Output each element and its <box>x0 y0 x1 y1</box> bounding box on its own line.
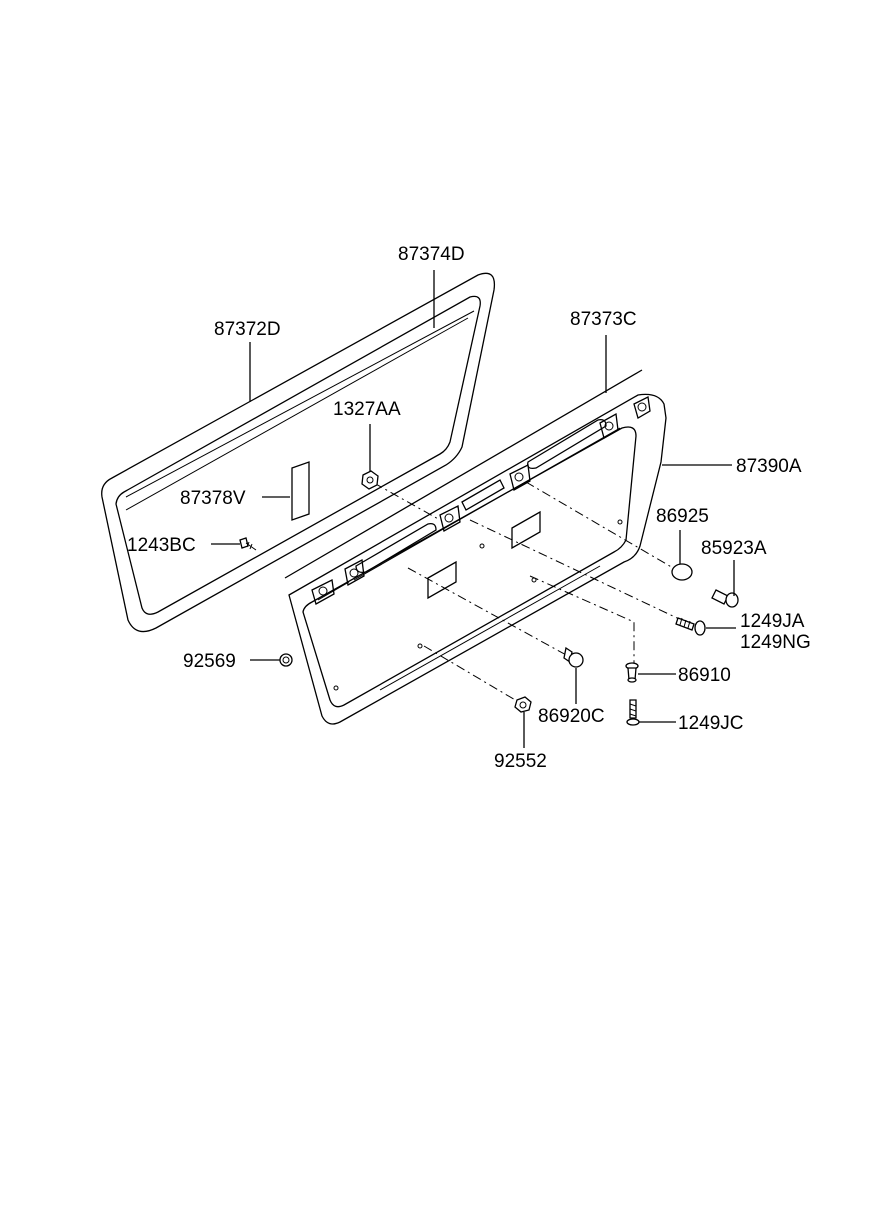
assembly-line-92552 <box>423 645 523 705</box>
boss-right-2 <box>599 412 619 439</box>
square-hole-2 <box>427 560 457 600</box>
assembly-line-86920C <box>407 567 569 657</box>
plate-bracket <box>288 393 667 725</box>
nut-92552 <box>514 696 532 713</box>
label-87374D: 87374D <box>398 244 465 265</box>
leader-lines <box>211 270 736 748</box>
label-87373C: 87373C <box>570 309 637 330</box>
washer-92569 <box>279 653 293 667</box>
cap-86925 <box>671 563 693 581</box>
screw-1243bc <box>239 537 257 551</box>
nut-1327aa <box>361 470 379 490</box>
clip-86920c <box>563 646 584 668</box>
label-92552: 92552 <box>494 751 547 772</box>
slot-left <box>355 522 437 574</box>
hole-a <box>479 543 485 549</box>
label-1249JA: 1249JA <box>740 611 805 632</box>
assembly-line-1327AA <box>373 482 441 521</box>
boss-right-1 <box>509 464 531 491</box>
square-hole-1 <box>511 510 541 550</box>
boss-mid-left <box>344 558 365 587</box>
assembly-line-1249JA <box>469 519 695 627</box>
label-plate <box>291 461 310 521</box>
bolt-85923a <box>711 589 739 608</box>
screw-1249ja <box>675 617 706 636</box>
label-86920C: 86920C <box>538 706 605 727</box>
boss-center <box>439 505 461 532</box>
slot-center <box>461 479 505 511</box>
label-1327AA: 1327AA <box>333 399 401 420</box>
hole-d <box>617 519 623 525</box>
label-87372D: 87372D <box>214 319 281 340</box>
boss-left <box>311 579 335 605</box>
label-1249JC: 1249JC <box>678 713 744 734</box>
slot-right <box>527 418 607 470</box>
label-87390A: 87390A <box>736 456 802 477</box>
hole-e <box>333 685 339 691</box>
label-85923A: 85923A <box>701 538 767 559</box>
label-92569: 92569 <box>183 651 236 672</box>
label-1249NG: 1249NG <box>740 632 811 653</box>
label-1243BC: 1243BC <box>127 535 196 556</box>
separator-strip <box>284 369 643 579</box>
boss-top-right <box>633 396 651 419</box>
assembly-line-85923A <box>525 481 681 573</box>
label-86910: 86910 <box>678 665 731 686</box>
outer-frame <box>101 272 496 633</box>
screw-1249jc <box>626 699 640 726</box>
fastener-86910 <box>625 662 639 683</box>
hole-c <box>417 643 423 649</box>
label-87378V: 87378V <box>180 488 246 509</box>
assembly-line-86910 <box>529 575 635 664</box>
label-86925: 86925 <box>656 506 709 527</box>
